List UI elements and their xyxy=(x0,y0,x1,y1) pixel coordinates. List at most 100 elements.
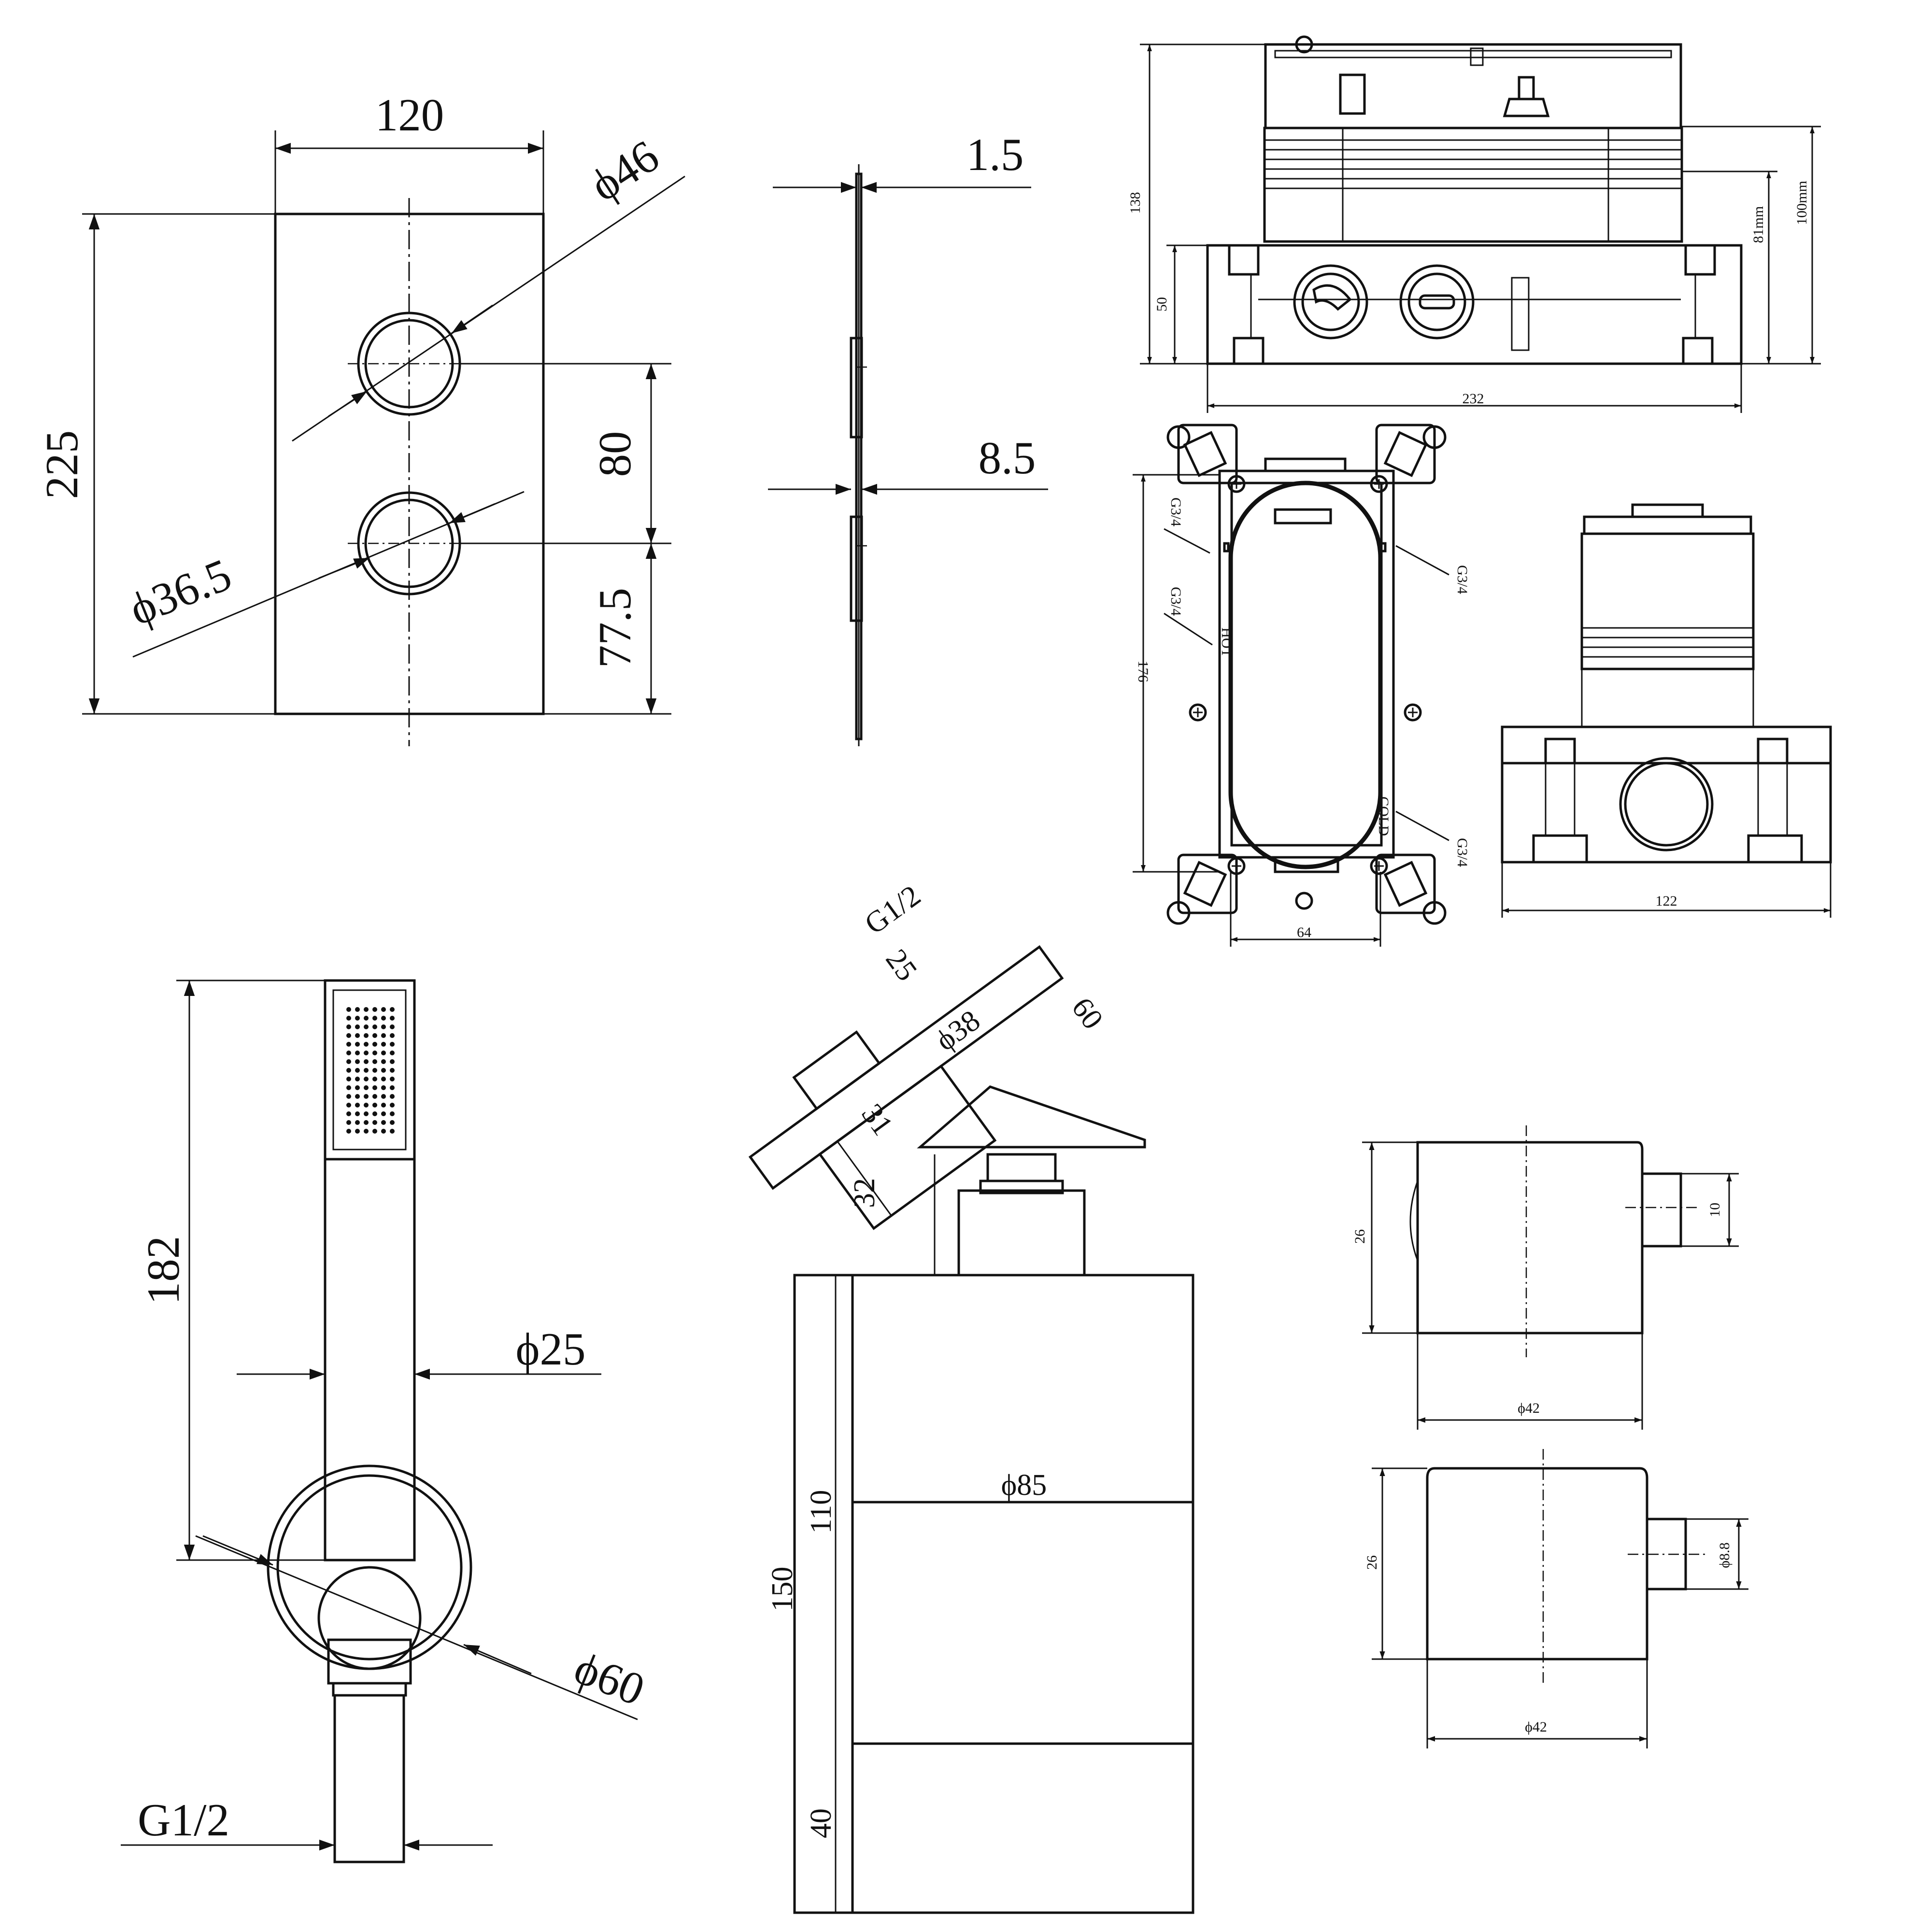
spray-hole xyxy=(381,1077,386,1081)
spray-hole xyxy=(381,1016,386,1021)
dim-arm-length: 60 xyxy=(1065,992,1109,1035)
lower-knob-profile xyxy=(850,515,863,622)
spray-hole xyxy=(372,1007,377,1012)
spray-hole xyxy=(355,1094,360,1099)
spray-hole xyxy=(372,1111,377,1116)
spray-hole xyxy=(390,1016,395,1021)
valve-stem-right xyxy=(1503,98,1550,117)
spray-hole xyxy=(355,1120,360,1125)
spray-hole xyxy=(355,1051,360,1055)
spray-hole xyxy=(390,1129,395,1134)
dim-handshower-dia: ϕ25 xyxy=(515,1323,585,1375)
spray-hole xyxy=(390,1007,395,1012)
frame-screws xyxy=(1189,475,1422,910)
dim-outlet-b-height: 26 xyxy=(1364,1555,1380,1570)
dim-outlet-b-dia: ϕ42 xyxy=(1525,1719,1547,1735)
shower-arm-view: 32 G1/2 25 ϕ38 60 31 ϕ85 110 150 40 xyxy=(748,879,1194,1914)
dim-plate-standoff: 8.5 xyxy=(979,432,1036,483)
spray-hole xyxy=(364,1016,369,1021)
outlet-b-spout xyxy=(1646,1518,1687,1591)
spray-hole xyxy=(381,1068,386,1073)
frame-ears xyxy=(1166,424,1447,925)
spray-hole xyxy=(346,1111,351,1116)
dim-arm-thread: G1/2 xyxy=(859,879,926,941)
spray-hole xyxy=(355,1059,360,1064)
spray-hole xyxy=(355,1077,360,1081)
spray-hole xyxy=(390,1042,395,1047)
spray-hole xyxy=(364,1007,369,1012)
spray-hole xyxy=(372,1120,377,1125)
dim-wall-bracket-dia: ϕ60 xyxy=(568,1642,652,1716)
dim-frame-height: 176 xyxy=(1135,661,1151,682)
spray-hole xyxy=(364,1103,369,1108)
spray-hole xyxy=(390,1051,395,1055)
spray-hole xyxy=(346,1033,351,1038)
dim-knob-spacing: 80 xyxy=(589,431,640,477)
box-screw xyxy=(1295,35,1313,54)
hose-connector xyxy=(333,1694,405,1863)
frame-outline xyxy=(1218,469,1395,859)
spray-hole xyxy=(390,1094,395,1099)
box-base xyxy=(1206,244,1743,365)
concealed-box-front: 138 50 100mm 81mm 232 xyxy=(1127,35,1821,413)
dim-knob-large-dia: ϕ46 xyxy=(581,130,668,211)
spray-hole xyxy=(346,1094,351,1099)
dim-box-depth: 100mm xyxy=(1794,181,1810,225)
hand-shower-view: 182 ϕ25 ϕ60 G1/2 xyxy=(121,979,652,1863)
hand-shower-body xyxy=(324,979,416,1562)
spray-hole xyxy=(355,1007,360,1012)
spray-hole xyxy=(372,1016,377,1021)
spray-hole xyxy=(364,1042,369,1047)
spray-hole xyxy=(364,1051,369,1055)
port-mid-left: G3/4 xyxy=(1168,587,1184,616)
frame-slot xyxy=(1274,508,1332,525)
spray-hole xyxy=(364,1059,369,1064)
spray-hole xyxy=(364,1120,369,1125)
spray-hole xyxy=(355,1033,360,1038)
spray-hole xyxy=(381,1033,386,1038)
spray-hole xyxy=(355,1085,360,1090)
spray-hole xyxy=(364,1077,369,1081)
spray-hole xyxy=(346,1007,351,1012)
spray-hole xyxy=(372,1059,377,1064)
spray-hole xyxy=(346,1103,351,1108)
shower-head xyxy=(793,1274,1194,1914)
arm-thread-stub xyxy=(792,1030,881,1110)
hot-port xyxy=(1293,264,1368,340)
port-right-lower: G3/4 xyxy=(1454,838,1470,867)
spray-hole xyxy=(346,1120,351,1125)
spray-hole xyxy=(381,1042,386,1047)
spray-hole xyxy=(372,1051,377,1055)
spray-hole xyxy=(372,1042,377,1047)
spray-hole xyxy=(355,1024,360,1029)
dim-outlet-a-spout: 10 xyxy=(1707,1203,1723,1217)
dim-box-base-height: 50 xyxy=(1154,297,1170,312)
dim-arm-25: 25 xyxy=(879,943,923,987)
dim-plate-width: 120 xyxy=(375,89,444,141)
spray-hole xyxy=(355,1042,360,1047)
spray-hole xyxy=(355,1103,360,1108)
spray-hole xyxy=(346,1051,351,1055)
side-box-port xyxy=(1619,757,1714,852)
outlet-b-view: 26 ϕ8.8 ϕ42 xyxy=(1364,1449,1748,1748)
spray-hole xyxy=(364,1085,369,1090)
spray-hole xyxy=(381,1059,386,1064)
spray-hole xyxy=(346,1085,351,1090)
leader-bracket xyxy=(195,1535,638,1720)
spray-hole xyxy=(364,1094,369,1099)
spray-hole xyxy=(346,1068,351,1073)
spray-hole xyxy=(390,1033,395,1038)
spray-hole xyxy=(390,1068,395,1073)
spray-hole xyxy=(372,1068,377,1073)
spray-hole xyxy=(346,1042,351,1047)
spray-hole xyxy=(364,1033,369,1038)
spray-holes xyxy=(346,1007,395,1134)
valve-stem-left xyxy=(1339,73,1366,115)
spray-hole xyxy=(364,1068,369,1073)
spray-hole xyxy=(355,1068,360,1073)
spray-hole xyxy=(364,1111,369,1116)
spray-hole xyxy=(372,1085,377,1090)
spray-hole xyxy=(372,1024,377,1029)
spray-hole xyxy=(355,1016,360,1021)
